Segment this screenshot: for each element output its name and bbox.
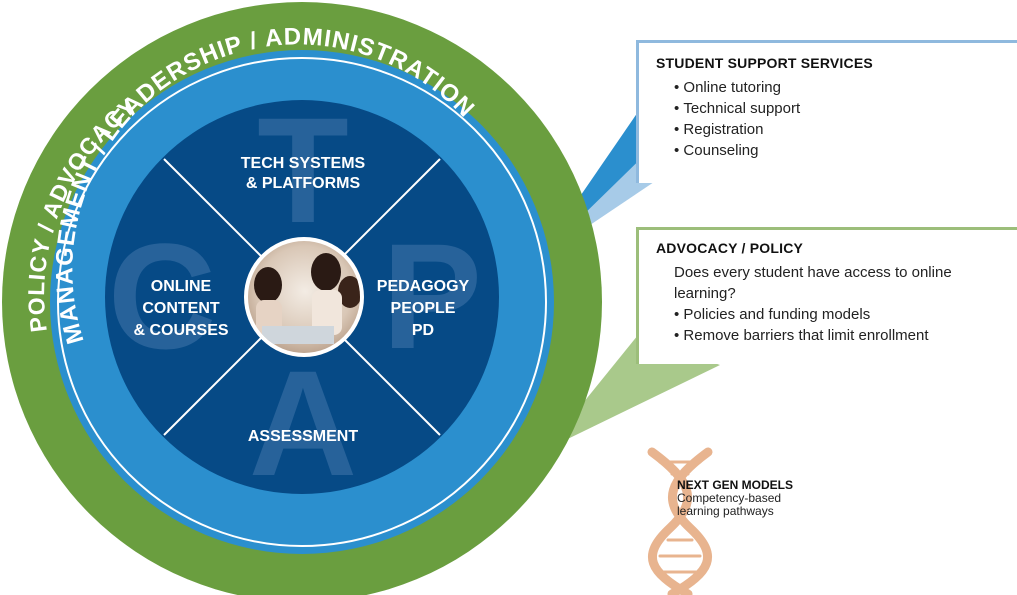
quadrant-label-assessment: ASSESSMENT	[248, 428, 358, 445]
watermark-letter-t: T	[257, 86, 349, 254]
list-item: Technical support	[674, 98, 1017, 119]
quadrant-label-line: ONLINE	[151, 278, 212, 295]
quadrant-label-line: CONTENT	[142, 300, 220, 317]
quadrant-label-tech-systems: TECH SYSTEMS & PLATFORMS	[241, 155, 366, 192]
divider-ne	[340, 158, 441, 259]
watermark-letter-c: C	[108, 212, 216, 380]
quadrant-label-pedagogy: PEDAGOGY PEOPLE PD	[377, 278, 470, 339]
next-gen-description: Competency-based learning pathways	[677, 491, 782, 518]
advocacy-list: Policies and funding models Remove barri…	[656, 304, 1017, 346]
quadrant-label-line: & COURSES	[133, 322, 228, 339]
advocacy-policy-box: ADVOCACY / POLICY Does every student hav…	[636, 227, 1017, 364]
divider-se	[340, 335, 441, 436]
list-item: Online tutoring	[674, 77, 1017, 98]
student-support-services-box: STUDENT SUPPORT SERVICES Online tutoring…	[636, 40, 1017, 183]
watermark-letter-a: A	[249, 339, 357, 507]
student-support-title: STUDENT SUPPORT SERVICES	[656, 55, 873, 71]
list-item: Remove barriers that limit enrollment	[674, 325, 1017, 346]
advocacy-policy-title: ADVOCACY / POLICY	[656, 240, 804, 256]
student-support-list: Online tutoring Technical support Regist…	[656, 77, 1017, 161]
list-item: Registration	[674, 119, 1017, 140]
quadrant-label-online-content: ONLINE CONTENT & COURSES	[133, 278, 228, 339]
quadrant-label-line: TECH SYSTEMS	[241, 155, 366, 172]
dna-icon	[647, 447, 713, 595]
quadrant-label-line: PEDAGOGY	[377, 278, 470, 295]
divider-nw	[163, 158, 264, 259]
advocacy-question: Does every student have access to online…	[674, 264, 952, 302]
list-item: Policies and funding models	[674, 304, 1017, 325]
quadrant-label-line: ASSESSMENT	[248, 428, 358, 445]
quadrant-label-line: & PLATFORMS	[246, 175, 361, 192]
watermark-letter-p: P	[382, 212, 482, 380]
next-gen-models-label: NEXT GEN MODELS Competency-based learnin…	[677, 478, 837, 518]
middle-ring-outline	[57, 57, 547, 547]
quadrant-label-line: PEOPLE	[391, 300, 456, 317]
next-gen-title: NEXT GEN MODELS	[677, 478, 794, 492]
list-item: Counseling	[674, 140, 1017, 161]
divider-sw	[163, 335, 264, 436]
center-students-photo	[244, 237, 364, 357]
quadrant-label-line: PD	[412, 322, 434, 339]
